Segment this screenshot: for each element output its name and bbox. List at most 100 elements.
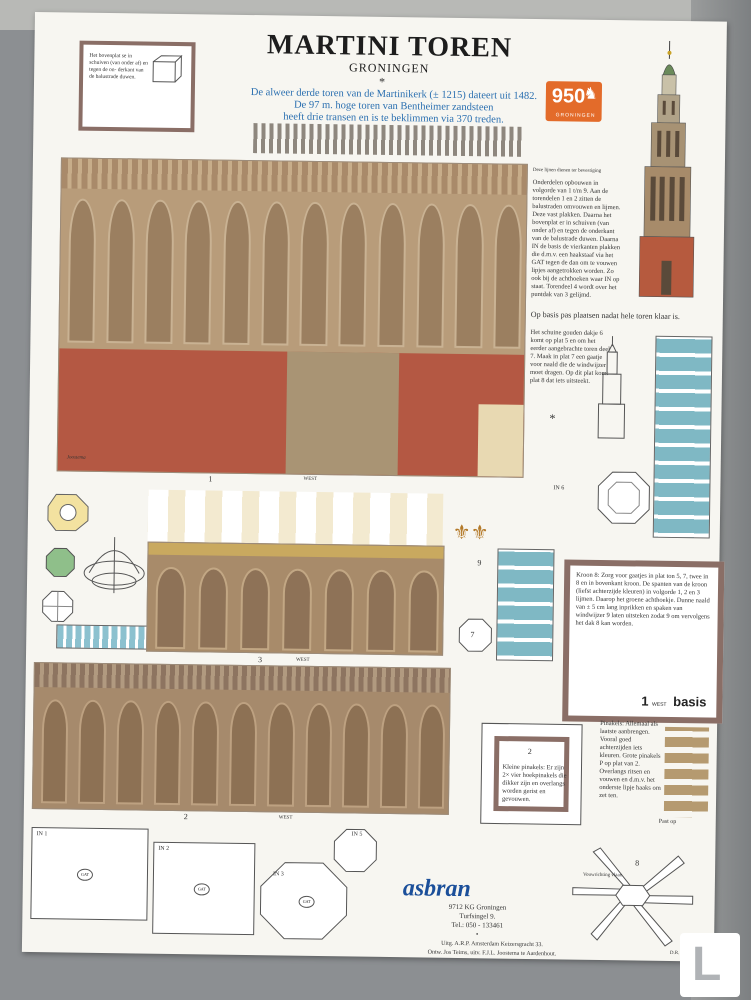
logo-number: 950 [551, 85, 586, 108]
facade-1-window [144, 199, 174, 344]
intro-text: De alweer derde toren van de Martinikerk… [238, 87, 548, 127]
tower-illustration [638, 40, 695, 298]
pinakels-text: Pinakels: Allemaal als laatste aanbrenge… [599, 719, 661, 800]
logo-950: 950 ♞ GRONINGEN [545, 81, 603, 122]
facade-3-number: 3 [257, 655, 263, 665]
facade-2-window [229, 701, 258, 807]
facade-3-window [155, 566, 186, 650]
facade-3-window [197, 567, 229, 650]
in-octagon-label: IN 6 [553, 485, 565, 492]
kroon-instruction-box: Kroon 8: Zorg voor gaatjes in plat ton 5… [562, 559, 725, 724]
facade-2-west: WEST [278, 815, 293, 821]
base-part-5 [333, 828, 377, 873]
facade-2-window [379, 703, 409, 809]
facade-1-window [222, 200, 252, 346]
facade-1-west: WEST [303, 476, 318, 482]
blue-window-strip-2 [495, 548, 555, 662]
facade-2-window [191, 701, 220, 806]
facade-1-number: 1 [208, 474, 213, 484]
facade-1-window [183, 200, 213, 345]
facade-1 [56, 157, 528, 478]
weathervane-icon: ⚜⚜ [452, 521, 489, 545]
facade-3-window [324, 569, 355, 652]
facade-1-window [415, 203, 446, 348]
facade-2-window [153, 700, 182, 806]
facade-1-cornice [61, 158, 527, 195]
kroon-text: Kroon 8: Zorg voor gaatjes in plat ton 5… [575, 571, 710, 628]
gold-ring-part [47, 493, 89, 532]
page-subtitle: GRONINGEN [348, 60, 430, 76]
facade-2-number: 2 [183, 812, 188, 822]
crown-star-part [572, 847, 694, 947]
watermark-letter: L [692, 938, 722, 991]
facade-3-window [408, 570, 439, 653]
facade-1-entrance [285, 351, 400, 476]
publisher-dot: • [475, 930, 479, 939]
gold-pinnacle-strip [147, 489, 444, 548]
pinakel-label: Past op [658, 818, 677, 826]
facade-2-window [342, 703, 371, 808]
gat-hole-1: GAT [76, 868, 94, 881]
publisher-address: 9712 KG Groningen Turfsingel 9. Tel.: 05… [417, 902, 537, 940]
facade-1-window [260, 201, 291, 346]
title-star: * [378, 74, 386, 89]
facade-2-window [78, 699, 107, 805]
facade-3-west: WEST [295, 657, 310, 663]
part-7-label: 7 [470, 630, 475, 640]
blue-band-part [56, 624, 159, 650]
facade-1-window [454, 203, 484, 349]
vouwlijn-label: Vouwrichting vlaan [582, 872, 623, 879]
box-diagram-icon [152, 54, 183, 83]
pinakels-parts [663, 726, 710, 818]
green-octagon-part [45, 547, 75, 577]
facade-2-window [266, 702, 295, 807]
tower-caption: Deze lijnen dienen ter bevestiging [532, 167, 602, 174]
gat-hole-2: GAT [193, 883, 210, 896]
in-2-label: IN 2 [158, 845, 170, 852]
facade-2-window [115, 700, 145, 805]
facade-1-window [67, 198, 97, 343]
facade-1-window [338, 202, 368, 347]
publisher-logo: asbran [402, 875, 472, 903]
basis-west: WEST [652, 701, 667, 708]
octagon-7-part [458, 618, 492, 652]
facade-3-window [281, 568, 313, 651]
facade-1-window [105, 199, 136, 344]
facade-3-cornice [148, 542, 444, 559]
part-9-label: 9 [477, 558, 482, 568]
facade-2-cornice [34, 663, 450, 693]
facade-2-window [304, 702, 333, 808]
facade-3 [146, 541, 445, 656]
basis-label: 1 WEST basis [641, 694, 706, 710]
part-8-label: 8 [635, 858, 640, 868]
facade-2-window [40, 699, 69, 804]
bovenplat-note: Het bovenplat se in schuiven (van onder … [89, 52, 148, 81]
facade-2 [31, 662, 451, 815]
logo-label: GRONINGEN [555, 112, 596, 119]
instructions-right: Onderdelen opbouwen in volgorde van 1 t/… [531, 178, 621, 299]
part-2-label: 2 [527, 746, 532, 757]
facade-3-window [366, 569, 397, 653]
facade-3-window [239, 567, 271, 651]
signature: Joostema [66, 455, 86, 461]
blue-window-strip [652, 335, 713, 539]
facade-1-window [299, 201, 329, 347]
base-part-3 [259, 862, 348, 940]
in-1-label: IN 1 [36, 831, 48, 838]
octagon-part [597, 471, 650, 524]
facade-1-gable [477, 404, 524, 477]
basis-word: basis [673, 693, 707, 710]
base-part-1: IN 1 GAT [30, 827, 149, 921]
facade-1-window [493, 204, 523, 349]
crown-sketch [83, 537, 145, 594]
basis-number: 1 [641, 693, 649, 709]
facade-2-window [417, 704, 446, 809]
horse-icon: ♞ [583, 85, 599, 103]
gat-hole-3: GAT [298, 895, 315, 908]
small-parts-strip [253, 123, 524, 157]
mini-tower-sketch [597, 336, 626, 439]
grey-octagon-part [42, 590, 74, 622]
facade-1-window [377, 202, 407, 348]
paper-sheet: Het bovenplat se in schuiven (van onder … [21, 12, 727, 962]
asterisk-icon: * [549, 411, 556, 426]
